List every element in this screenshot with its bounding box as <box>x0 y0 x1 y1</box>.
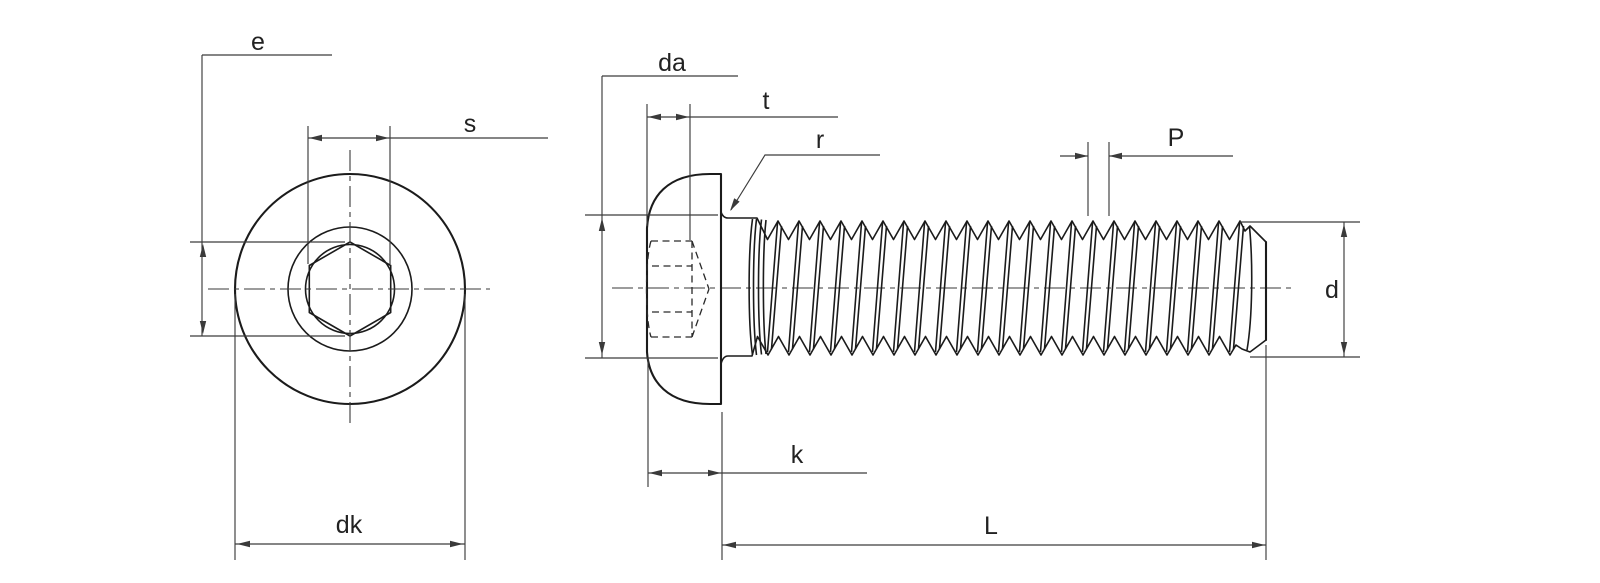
hex-socket-hidden-lines <box>645 240 710 338</box>
dimensions: e s dk da t r P d <box>190 28 1360 560</box>
dim-label-da: da <box>658 49 686 77</box>
dim-label-d: d <box>1325 276 1339 304</box>
tip-chamfer-arc <box>1246 226 1253 351</box>
thread-flank-lines <box>766 222 1245 353</box>
dim-label-k: k <box>791 441 804 469</box>
dim-r: r <box>730 126 880 211</box>
thread-runout-arcs <box>748 218 767 356</box>
dim-s: s <box>307 110 548 264</box>
dim-e: e <box>190 28 345 337</box>
dim-label-t: t <box>763 87 770 115</box>
side-view <box>612 172 1292 406</box>
dim-label-dk: dk <box>336 511 363 539</box>
dim-label-s: s <box>464 110 477 138</box>
thread-bottom-edge <box>720 335 1267 365</box>
dim-k: k <box>647 358 867 560</box>
dim-d: d <box>1240 221 1360 358</box>
thread-top-edge <box>720 211 1267 243</box>
dimension-arrowheads <box>199 113 1348 549</box>
dim-l: L <box>722 345 1267 560</box>
dim-label-L: L <box>984 512 998 540</box>
dim-label-p: P <box>1168 124 1185 152</box>
threaded-shank <box>720 211 1268 365</box>
head-profile <box>645 172 723 406</box>
dim-p: P <box>1060 124 1233 216</box>
dim-dk: dk <box>234 294 466 560</box>
dim-da: da <box>585 49 738 359</box>
front-view <box>208 150 490 428</box>
dim-label-r: r <box>816 126 824 154</box>
dim-t: t <box>646 87 838 240</box>
dim-label-e: e <box>251 28 265 56</box>
